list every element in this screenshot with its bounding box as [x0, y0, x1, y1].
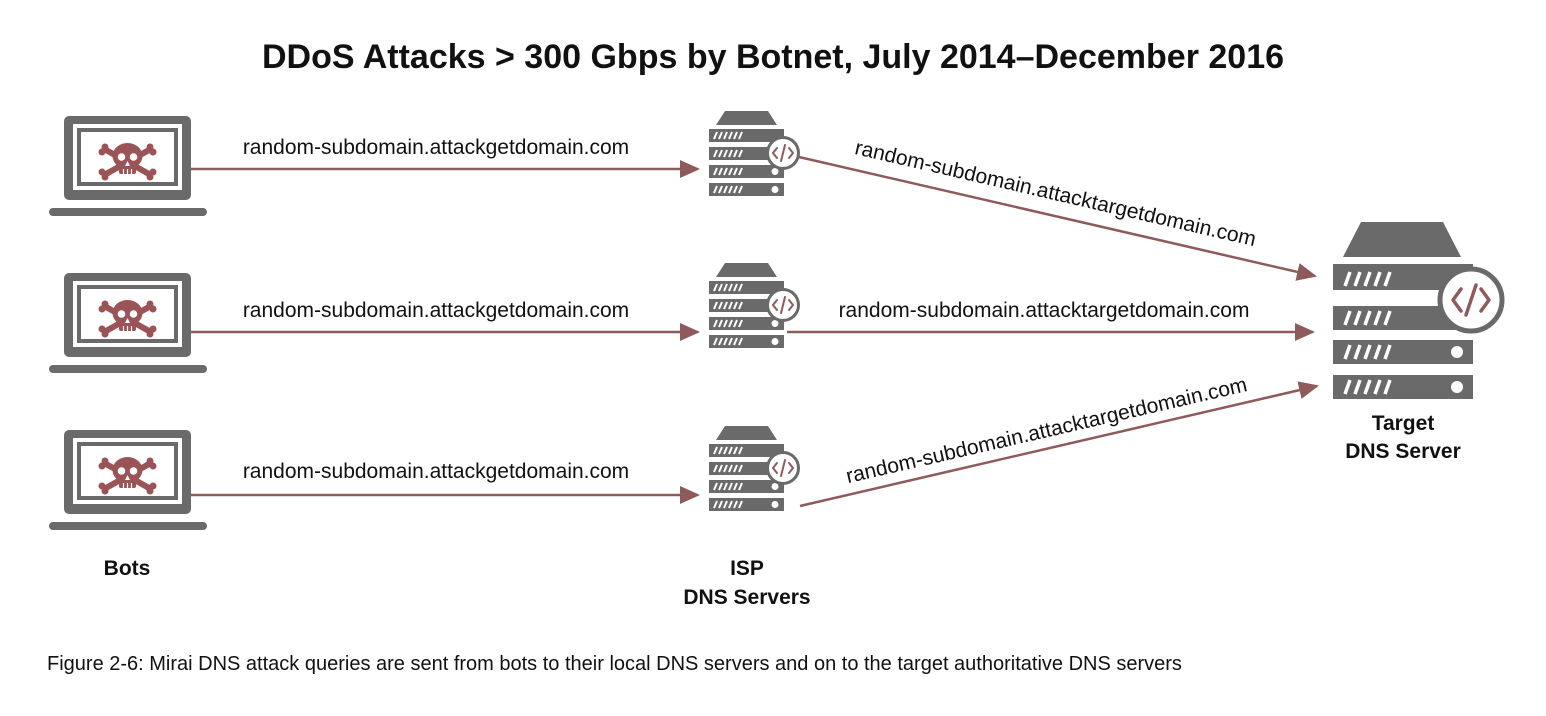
arrow-isp-3-to-target [799, 381, 1319, 508]
target-label-line1: Target [1372, 412, 1435, 435]
bots-label: Bots [104, 557, 151, 580]
arrow-isp-1-to-target [798, 155, 1317, 281]
bot-laptop-1-icon [49, 116, 207, 216]
target-dns-server-icon [1333, 222, 1502, 399]
query-label-isp-3: random-subdomain.attacktargetdomain.com [844, 373, 1250, 488]
isp-label-line2: DNS Servers [683, 586, 810, 609]
diagram-title: DDoS Attacks > 300 Gbps by Botnet, July … [262, 38, 1284, 76]
query-label-bot-1: random-subdomain.attackgetdomain.com [243, 136, 629, 159]
bot-laptop-3-icon [49, 430, 207, 530]
bot-laptop-2-icon [49, 273, 207, 373]
target-label-line2: DNS Server [1345, 440, 1461, 463]
isp-dns-server-2-icon [707, 261, 800, 350]
figure-caption: Figure 2-6: Mirai DNS attack queries are… [47, 653, 1182, 675]
query-label-bot-3: random-subdomain.attackgetdomain.com [243, 460, 629, 483]
isp-label-line1: ISP [730, 557, 764, 580]
query-label-isp-2: random-subdomain.attacktargetdomain.com [839, 299, 1250, 322]
isp-dns-server-3-icon [707, 424, 800, 513]
isp-dns-server-1-icon [707, 109, 800, 198]
query-label-isp-1: random-subdomain.attacktargetdomain.com [853, 136, 1259, 251]
query-label-bot-2: random-subdomain.attackgetdomain.com [243, 299, 629, 322]
